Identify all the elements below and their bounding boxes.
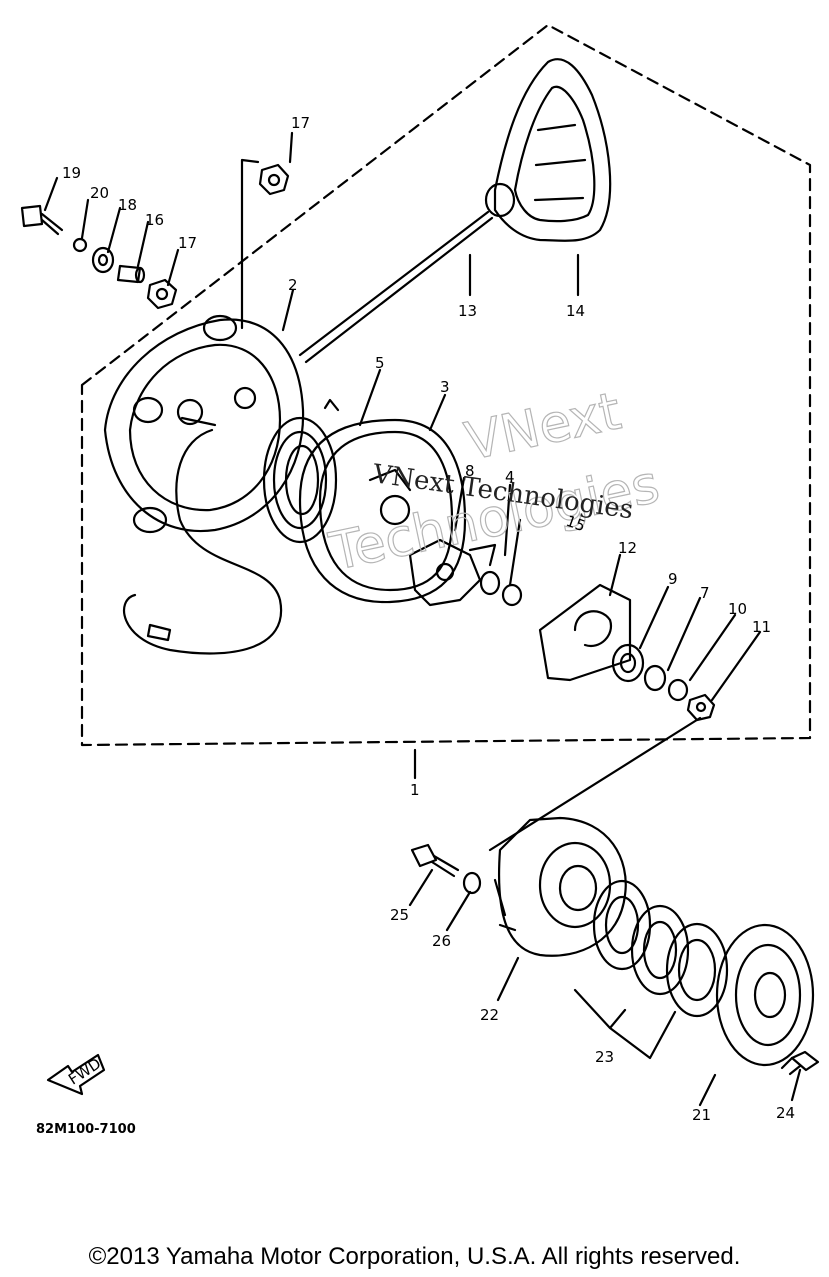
washer-18 — [91, 246, 115, 274]
watermark-vnext: VNext — [460, 381, 626, 472]
washer-7 — [643, 664, 667, 692]
washer-26 — [462, 871, 482, 895]
callout-17-lower: 17 — [178, 234, 197, 252]
washer-20 — [72, 237, 88, 253]
callout-3: 3 — [440, 378, 450, 396]
callout-22: 22 — [480, 1006, 499, 1024]
callout-7: 7 — [700, 584, 710, 602]
leader-23 — [573, 988, 677, 1060]
callout-1: 1 — [410, 781, 420, 799]
washer-10 — [667, 678, 689, 702]
callout-leaders — [43, 131, 802, 1107]
callout-23: 23 — [595, 1048, 614, 1066]
callout-11: 11 — [752, 618, 771, 636]
nut-11 — [686, 693, 716, 722]
copyright-notice: ©2013 Yamaha Motor Corporation, U.S.A. A… — [88, 1243, 741, 1270]
spiral-spring — [262, 398, 340, 544]
callout-25: 25 — [390, 906, 409, 924]
callout-4: 4 — [505, 468, 515, 486]
nut-17-lower — [146, 278, 178, 310]
shim-23a — [592, 879, 652, 971]
drive-plate — [408, 538, 497, 607]
callout-24: 24 — [776, 1104, 795, 1122]
starter-case — [103, 314, 305, 534]
nut-17-upper — [258, 163, 290, 196]
shim-23b — [630, 904, 690, 996]
starter-rope — [298, 210, 494, 364]
starter-handle — [484, 58, 612, 242]
callout-12: 12 — [618, 539, 637, 557]
spring-15 — [479, 570, 523, 607]
callout-26: 26 — [432, 932, 451, 950]
shim-23c — [665, 922, 729, 1018]
callout-15: 15 — [564, 512, 588, 535]
callout-18: 18 — [118, 196, 137, 214]
bolt-25 — [410, 843, 460, 878]
lower-leader-line — [488, 716, 702, 852]
collar-16 — [116, 264, 146, 284]
washer-9 — [611, 643, 645, 683]
callout-5: 5 — [375, 354, 385, 372]
rope-loop — [122, 428, 283, 655]
assembly-boundary — [80, 23, 812, 747]
callout-14: 14 — [566, 302, 585, 320]
callout-9: 9 — [668, 570, 678, 588]
flange-21 — [715, 923, 815, 1067]
callout-2: 2 — [288, 276, 298, 294]
figure-code: 82M100-7100 — [36, 1122, 136, 1137]
callout-13: 13 — [458, 302, 477, 320]
sheave-drum — [298, 418, 467, 604]
guide-plate-12 — [538, 583, 632, 682]
leader-17 — [240, 158, 260, 330]
bolt-24 — [780, 1050, 820, 1076]
bolt-19 — [20, 204, 64, 236]
callout-17-upper: 17 — [291, 114, 310, 132]
callout-16: 16 — [145, 211, 164, 229]
fwd-arrow-icon — [46, 1053, 106, 1096]
callout-8: 8 — [465, 462, 475, 480]
callout-10: 10 — [728, 600, 747, 618]
callout-19: 19 — [62, 164, 81, 182]
callout-20: 20 — [90, 184, 109, 202]
callout-21: 21 — [692, 1106, 711, 1124]
